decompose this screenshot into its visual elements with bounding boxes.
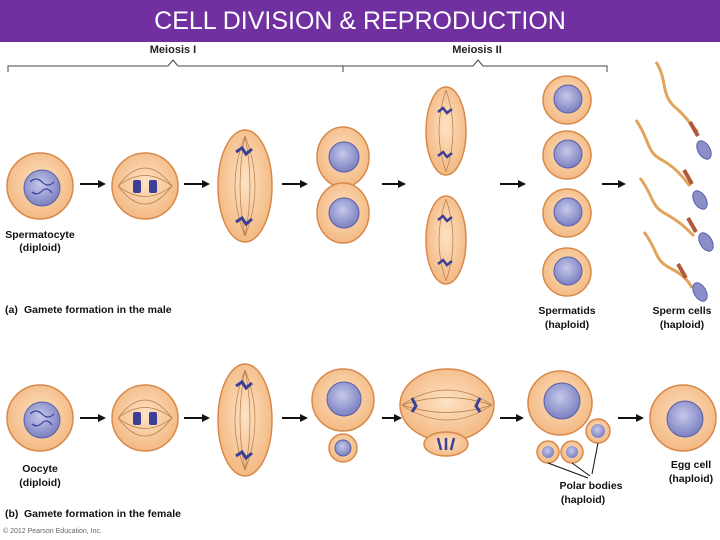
arrow <box>618 414 644 422</box>
spermatid-cells <box>542 75 592 297</box>
slide-title: CELL DIVISION & REPRODUCTION <box>154 7 566 35</box>
arrow <box>500 180 526 188</box>
male-row: Spermatocyte (diploid) <box>5 61 714 331</box>
arrow <box>282 180 308 188</box>
meiosis-2-cell-female <box>399 368 495 457</box>
arrow <box>184 414 210 422</box>
ootid-and-polar-bodies <box>527 370 611 479</box>
spermatocyte-label: Spermatocyte <box>5 229 75 241</box>
anaphase-1-cell <box>217 129 273 243</box>
arrow <box>80 180 106 188</box>
meiosis-1-label: Meiosis I <box>150 44 196 56</box>
female-panel-letter: (b) <box>5 508 18 520</box>
copyright-notice: © 2012 Pearson Education, Inc. <box>3 527 102 535</box>
arrow <box>184 180 210 188</box>
oocyte-label: Oocyte <box>22 463 58 475</box>
male-panel-letter: (a) <box>5 304 18 316</box>
spermatids-label: Spermatids <box>538 305 595 317</box>
female-panel-caption: Gamete formation in the female <box>24 508 181 520</box>
arrow <box>80 414 106 422</box>
meiosis-2-label: Meiosis II <box>452 44 502 56</box>
sperm-cells-ploidy: (haploid) <box>660 319 704 331</box>
arrow <box>282 414 308 422</box>
title-bar <box>0 0 720 42</box>
polar-bodies-label: Polar bodies <box>559 480 622 492</box>
spermatids-ploidy: (haploid) <box>545 319 589 331</box>
anaphase-1-cell-female <box>217 363 273 477</box>
male-panel-caption: Gamete formation in the male <box>24 304 172 316</box>
spermatocyte-cell <box>6 152 74 220</box>
meiosis-2-bracket <box>342 59 608 72</box>
egg-cell-ploidy: (haploid) <box>669 473 713 485</box>
metaphase-1-cell <box>111 152 179 220</box>
female-row: Oocyte (diploid) <box>5 363 717 520</box>
egg-cell <box>649 384 717 452</box>
arrow <box>500 414 524 422</box>
sperm-cells <box>634 61 714 302</box>
meiosis-2-cell-bottom <box>425 195 467 285</box>
arrow <box>602 180 626 188</box>
arrow <box>382 414 402 422</box>
meiosis-2-cell-top <box>425 86 467 176</box>
secondary-oocyte-and-polar-body <box>311 368 375 463</box>
metaphase-1-cell-female <box>111 384 179 452</box>
egg-cell-label: Egg cell <box>671 459 711 471</box>
meiosis-1-bracket <box>7 59 344 72</box>
sperm-cells-label: Sperm cells <box>653 305 712 317</box>
spermatocyte-ploidy: (diploid) <box>19 242 60 254</box>
oocyte-ploidy: (diploid) <box>19 477 60 489</box>
oocyte-cell <box>6 384 74 452</box>
arrow <box>382 180 406 188</box>
telophase-1-cells <box>316 126 370 244</box>
polar-bodies-ploidy: (haploid) <box>561 494 605 506</box>
